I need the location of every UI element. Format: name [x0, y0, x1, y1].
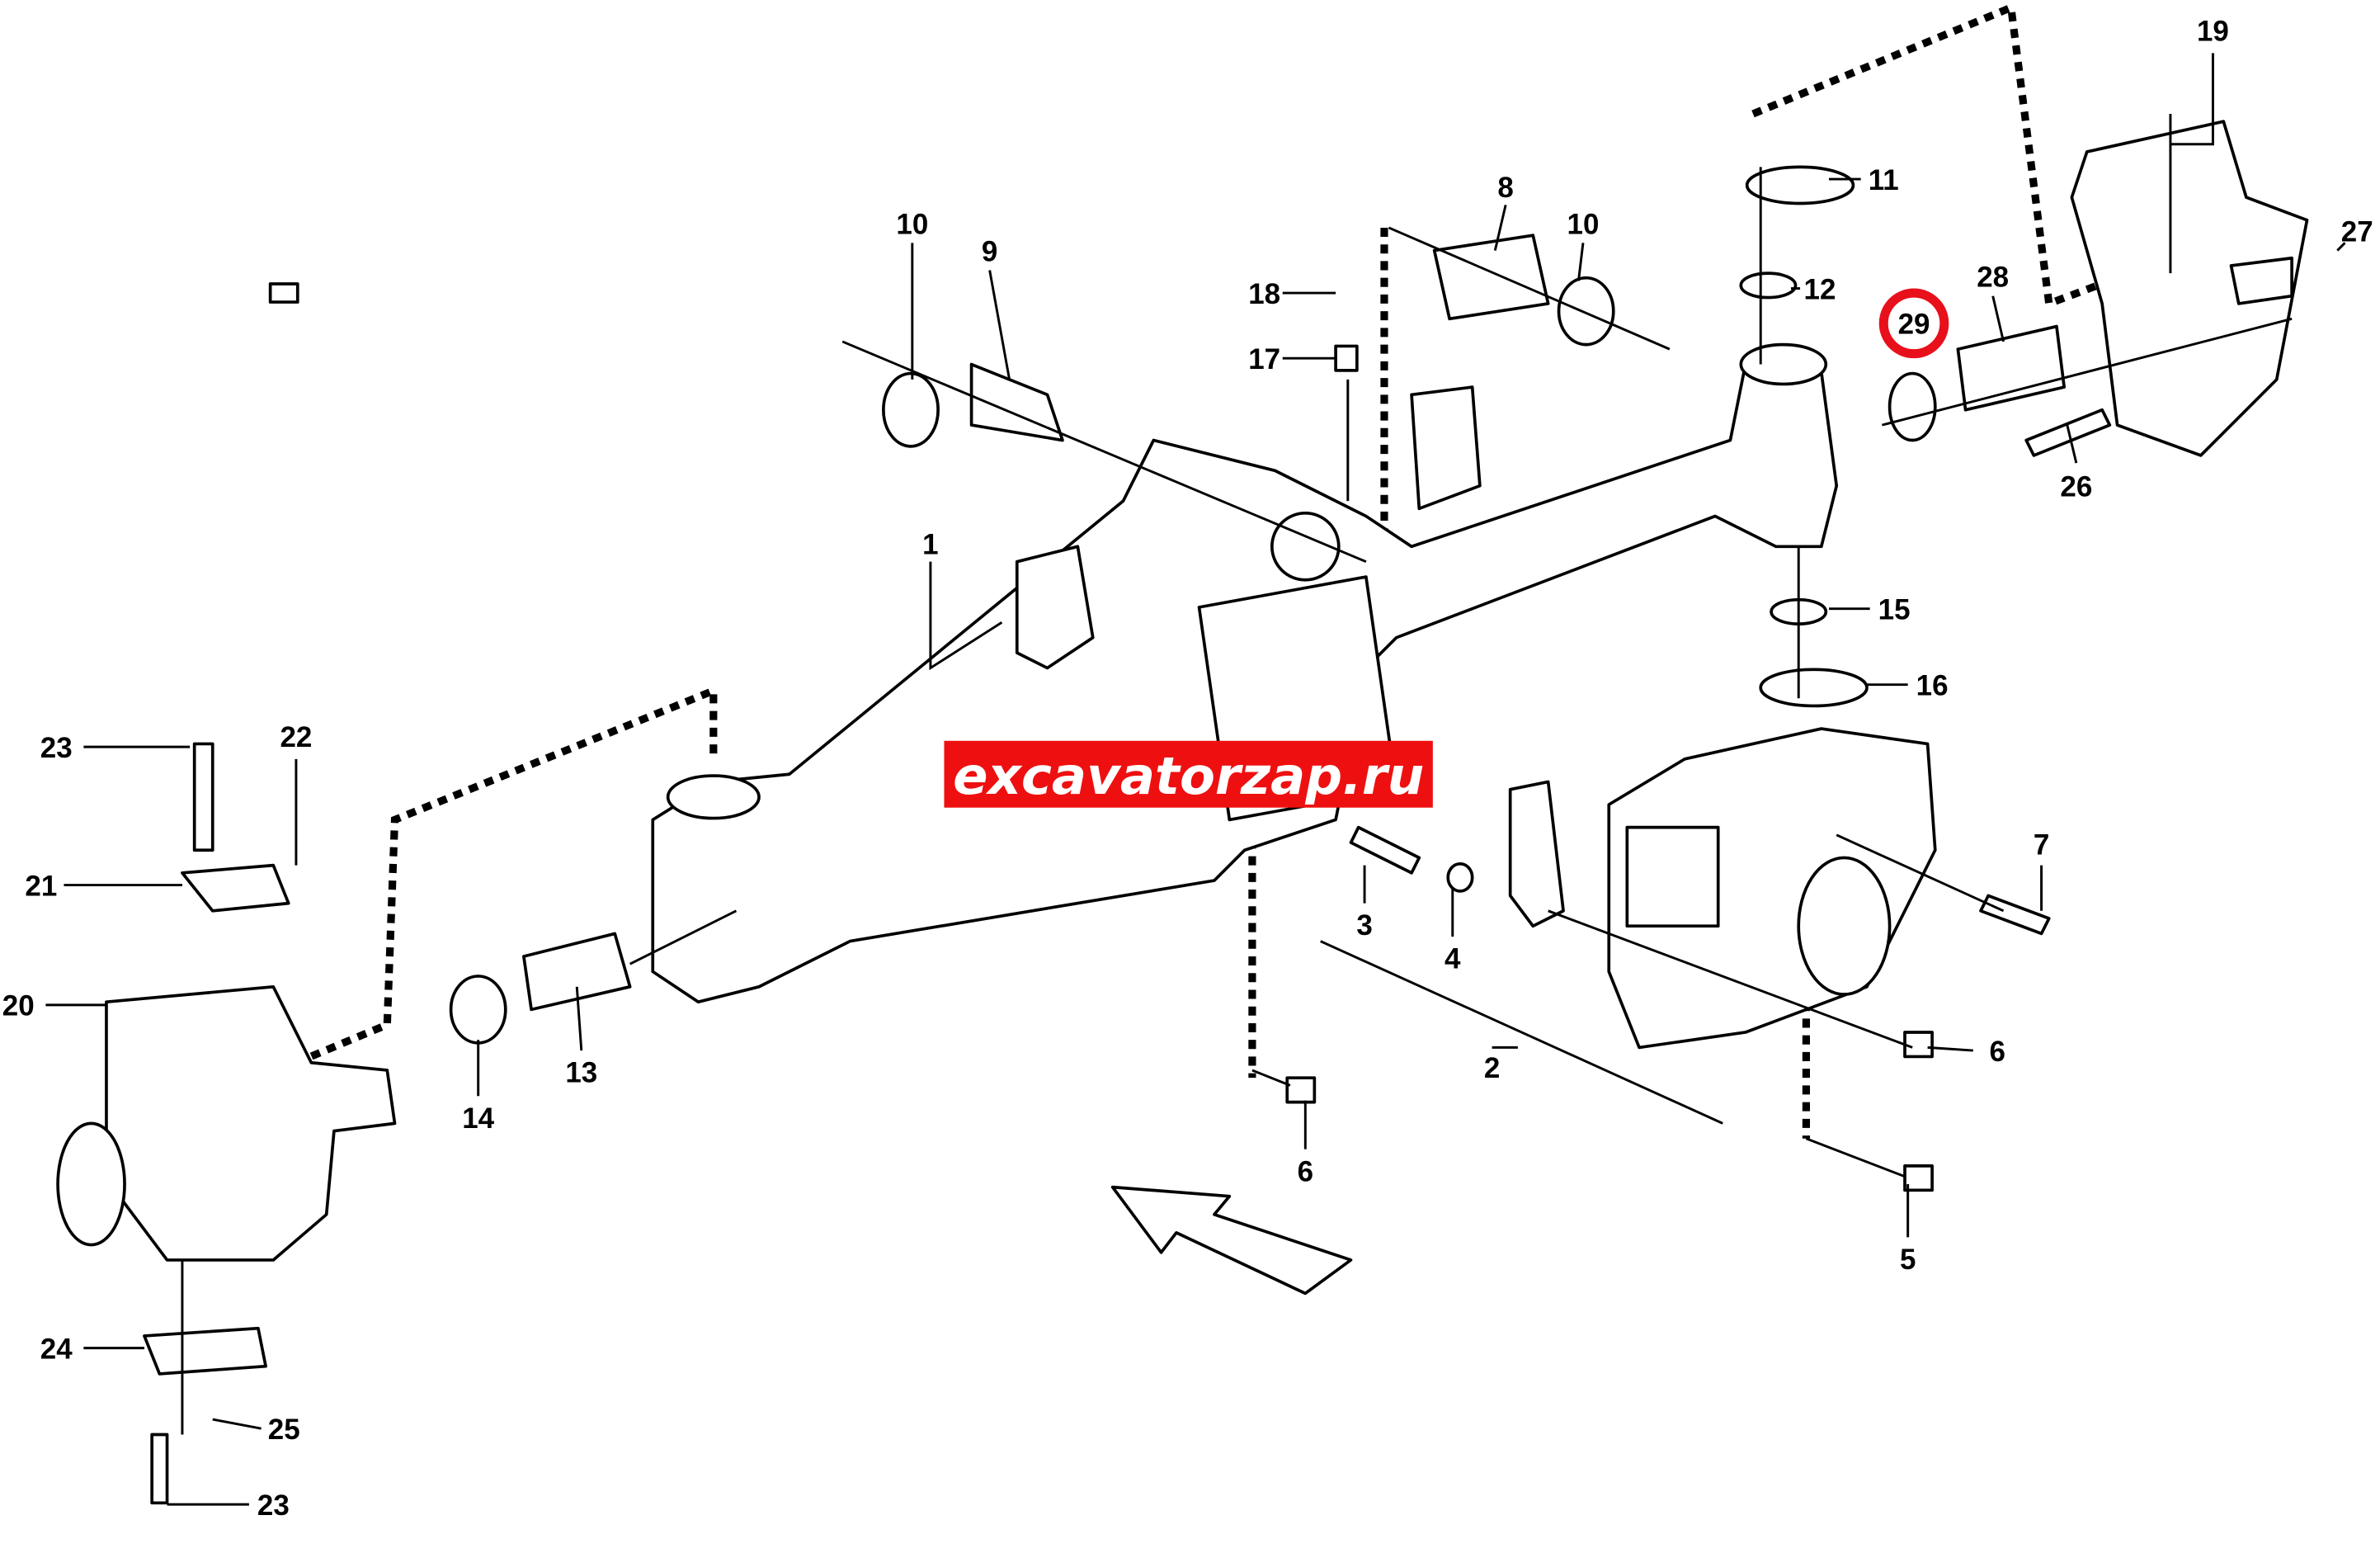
callout-labels: 10 9 8 10 11 12 29 28 19 27 26 18 17 1 1… [2, 16, 2373, 1522]
callout-16[interactable]: 16 [1916, 670, 1949, 702]
callout-10b[interactable]: 10 [1567, 208, 1600, 240]
callout-1[interactable]: 1 [922, 528, 938, 560]
callout-22[interactable]: 22 [280, 721, 312, 753]
callout-8[interactable]: 8 [1497, 172, 1513, 204]
callout-19[interactable]: 19 [2197, 16, 2229, 48]
direction-arrow [1110, 1185, 1353, 1296]
watermark-text: excavatorzap.ru [953, 746, 1424, 806]
callout-3[interactable]: 3 [1356, 909, 1372, 942]
leader-lines [45, 53, 2346, 1506]
callout-5[interactable]: 5 [1900, 1244, 1916, 1276]
callout-17[interactable]: 17 [1248, 343, 1280, 375]
callout-6[interactable]: 6 [1989, 1036, 2005, 1068]
callout-26[interactable]: 26 [2060, 471, 2092, 503]
callout-18[interactable]: 18 [1248, 278, 1280, 310]
callout-10[interactable]: 10 [896, 208, 928, 240]
callout-23[interactable]: 23 [40, 732, 73, 764]
callout-7[interactable]: 7 [2034, 829, 2049, 861]
callout-24[interactable]: 24 [40, 1334, 73, 1366]
callout-15[interactable]: 15 [1878, 594, 1911, 626]
callout-11[interactable]: 11 [1869, 164, 1899, 196]
callout-27[interactable]: 27 [2341, 216, 2373, 248]
bushings-and-seals [150, 165, 2112, 1505]
steering-knuckle-right [2070, 120, 2309, 457]
watermark-banner: excavatorzap.ru [944, 740, 1433, 808]
callout-28[interactable]: 28 [1977, 262, 2009, 294]
callout-12[interactable]: 12 [1804, 273, 1836, 305]
callout-4[interactable]: 4 [1444, 943, 1461, 975]
callout-20[interactable]: 20 [2, 990, 35, 1022]
callout-29[interactable]: 29 [1898, 309, 1930, 341]
callout-13[interactable]: 13 [565, 1057, 597, 1089]
callout-25[interactable]: 25 [268, 1414, 300, 1446]
callout-23b[interactable]: 23 [257, 1489, 290, 1522]
highlight-circle [1878, 288, 1949, 359]
carrier-housing [1508, 727, 1937, 1050]
callout-6b[interactable]: 6 [1298, 1155, 1313, 1187]
steering-knuckle-left [56, 863, 397, 1376]
callout-9[interactable]: 9 [982, 235, 997, 267]
callout-21[interactable]: 21 [25, 870, 57, 902]
callout-14[interactable]: 14 [462, 1102, 494, 1135]
callout-2[interactable]: 2 [1484, 1052, 1500, 1084]
